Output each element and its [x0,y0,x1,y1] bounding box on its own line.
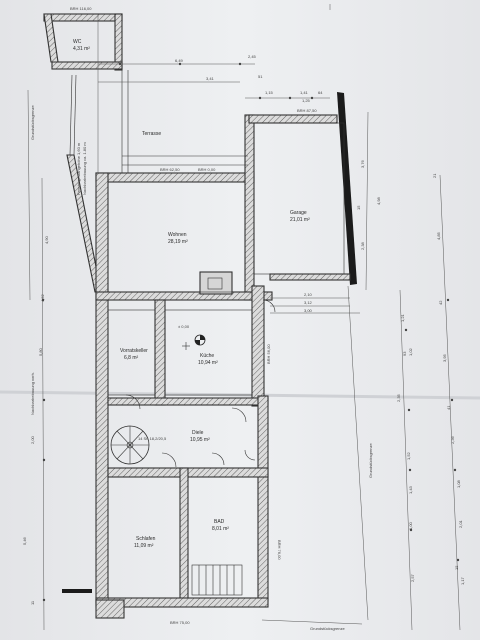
stair-label: 14 St. 18,2/20,5 [138,436,167,441]
brh-62: BRH 62,50 [160,167,180,172]
dim-rr-93: 93 [402,351,407,356]
nachbarbebauung-note: Nachbarbebauung vorh. [30,372,35,415]
dim-r-376: 3,76 [360,159,365,168]
dim-r-210: 2,10 [304,292,313,297]
dim-rr-41: 41 [446,405,451,410]
dim-r-121: 1,21 [400,313,405,322]
dim-top-64: 64 [318,90,323,95]
grundstuecksgrenze-left: Grundstücksgrenze [30,105,35,140]
room-kueche-area: 10,94 m² [198,360,218,366]
wall-garage-bottom [269,273,351,281]
wall-bad-left [179,467,189,605]
wall-wohnen-right [244,114,255,301]
dim-top-649: 6,49 [175,58,184,63]
brh-56: BRH 56,00 [266,344,271,364]
wall-wc-left [43,13,59,63]
wall-wc-right [114,13,123,71]
brh-garage: BRH 87,50 [297,108,317,113]
room-vorrat-area: 6,8 m² [124,355,139,361]
dim-top-51: 51 [258,74,263,79]
room-schlafen-name: Schlafen [136,536,156,542]
wall-wohnen-left [95,172,109,604]
nachbar-note: Nachbarbebauung ca. 1.80 m [82,142,87,195]
room-wohnen-area: 28,19 m² [168,239,188,245]
wall-right-lower [257,395,269,602]
dim-r-485: 4,85 [436,231,441,240]
wall-vorrat-kueche [154,299,166,406]
dim-top-245: 2,45 [248,54,257,59]
dim-r-15: 15 [356,205,361,210]
dim-rr-108: 1,08 [456,479,461,488]
wall-diele-top [107,397,269,406]
dim-rr-15: 15 [454,565,459,570]
room-garage-area: 21,01 m² [290,217,310,223]
black-bar [62,589,92,593]
dim-rr-236: 2,36 [450,435,455,444]
wall-garage-top [248,114,338,124]
brh-75: BRH 75,00 [170,620,190,625]
dim-top-141: 1,41 [300,90,309,95]
wall-kueche-right [251,285,265,407]
dim-r-395: 3,95 [442,353,447,362]
dim-rr-235: 2,35 [396,393,401,402]
dim-r-312: 3,12 [304,300,313,305]
dim-l-490: 4,90 [44,235,49,244]
dim-l-546: 5,46 [22,536,27,545]
dim-r-238: 2,38 [360,241,365,250]
brh-top: BRH 116,00 [70,6,92,11]
dim-r-42: 42 [438,300,443,305]
room-bad-name: BAD [214,519,225,525]
dim-rr-152: 1,52 [406,451,411,460]
dim-l-200: 2,00 [30,435,35,444]
wall-wohnen-bottom [95,291,273,301]
room-schlafen-area: 11,09 m² [134,543,154,549]
dim-r-498: 4,98 [376,196,381,205]
brh-76: BRH 76,00 [277,540,282,560]
dim-r-300: 3,00 [304,308,313,313]
dim-top-125: 1,25 [302,98,311,103]
room-kueche-level: ± 0,00 [178,324,190,329]
room-garage-name: Garage [290,210,307,216]
dim-top-341: 3,41 [206,76,215,81]
wall-wohnen-top [95,172,255,183]
dim-l-11: 11 [30,600,35,605]
fenster-note: Fenstergestängehöhe 1,60 m [76,142,81,195]
brh-0: BRH 0,00 [198,167,216,172]
chimney [199,271,233,295]
room-wohnen-name: Wohnen [168,232,187,238]
room-wc-name: WC [73,39,82,45]
dim-rr-100: 1,00 [408,521,413,530]
garage-black-wall [337,92,357,285]
dim-r-21: 21 [432,173,437,178]
grundstuecksgrenze-bottom: Grundstücksgrenze [310,626,345,631]
dim-rr-143: 1,43 [408,485,413,494]
room-wc-area: 4,31 m² [73,46,90,52]
wall-bottom-ext [95,599,125,619]
straight-stair [191,564,243,596]
dim-l-580: 5,80 [38,347,43,356]
room-diele-name: Diele [192,430,204,436]
dim-rr-117: 1,17 [460,576,465,585]
wall-wc-top [43,13,123,22]
dim-rr-102: 1,02 [408,347,413,356]
room-terrasse-name: Terrasse [142,131,161,137]
room-diele-area: 10,95 m² [190,437,210,443]
grundstuecksgrenze-right: Grundstücksgrenze [368,443,373,478]
wall-wc-bottom [51,61,123,70]
room-vorrat-name: Vorratskeller [120,348,148,354]
room-kueche-name: Küche [200,353,214,359]
room-bad-area: 8,01 m² [212,526,229,532]
dim-rr-257: 2,57 [410,573,415,582]
dim-top-115: 1,15 [265,90,274,95]
dim-rr-201: 2,01 [458,519,463,528]
dim-l-452: 4,52 [40,293,45,302]
